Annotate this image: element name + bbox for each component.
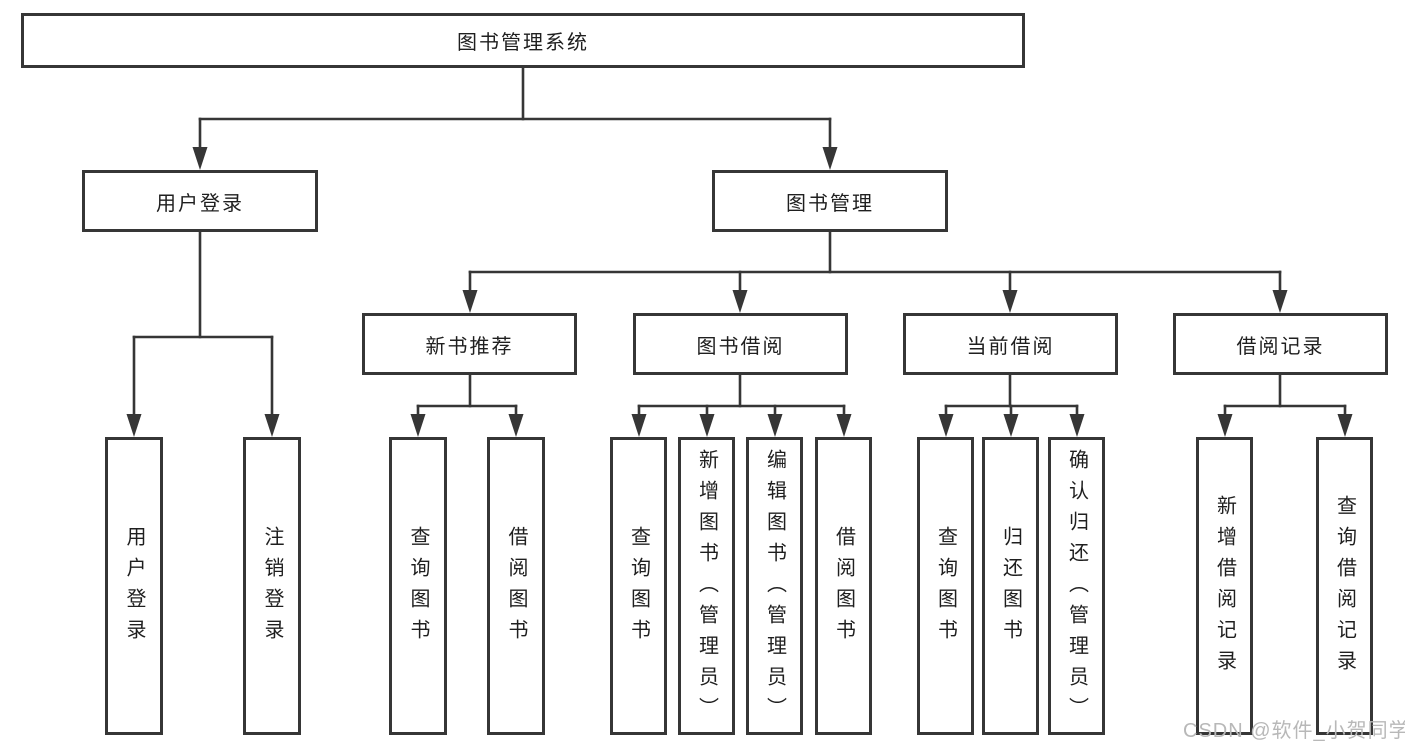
- node-label: 用户登录: [123, 526, 145, 650]
- leaf-user-login: 用户登录: [105, 437, 163, 735]
- node-current-borrow: 当前借阅: [903, 313, 1118, 375]
- node-label: 借阅图书: [505, 526, 527, 650]
- node-new-book-recommend: 新书推荐: [362, 313, 577, 375]
- node-label: 编辑图书（管理员）: [763, 448, 786, 728]
- csdn-watermark: CSDN @软件_小贺同学: [1183, 720, 1405, 742]
- leaf-add-borrow-record: 新增借阅记录: [1196, 437, 1253, 735]
- node-label: 图书借阅: [696, 335, 785, 358]
- node-label: 归还图书: [999, 526, 1022, 650]
- node-library-system-root: 图书管理系统: [21, 13, 1025, 68]
- node-book-management-branch: 图书管理: [712, 170, 948, 232]
- leaf-query-books-recommend: 查询图书: [389, 437, 447, 735]
- node-label: 用户登录: [156, 192, 244, 215]
- node-label: 新书推荐: [425, 335, 514, 358]
- node-label: 确认归还（管理员）: [1065, 448, 1088, 728]
- node-user-login-branch: 用户登录: [82, 170, 318, 232]
- node-label: 图书管理: [786, 192, 874, 215]
- leaf-edit-books-admin: 编辑图书（管理员）: [746, 437, 803, 735]
- leaf-query-books-borrow: 查询图书: [610, 437, 667, 735]
- node-label: 新增图书（管理员）: [695, 448, 718, 728]
- node-label: 借阅图书: [832, 526, 855, 650]
- node-label: 借阅记录: [1236, 335, 1325, 358]
- node-label: 查询借阅记录: [1333, 495, 1356, 681]
- node-label: 查询图书: [407, 526, 429, 650]
- leaf-add-books-admin: 新增图书（管理员）: [678, 437, 735, 735]
- node-label: 图书管理系统: [457, 32, 589, 54]
- node-label: 查询图书: [627, 526, 650, 650]
- node-borrow-records: 借阅记录: [1173, 313, 1388, 375]
- node-label: 注销登录: [261, 526, 283, 650]
- leaf-query-borrow-record: 查询借阅记录: [1316, 437, 1373, 735]
- leaf-borrow-books-recommend: 借阅图书: [487, 437, 545, 735]
- node-label: 当前借阅: [966, 335, 1055, 358]
- leaf-query-books-current: 查询图书: [917, 437, 974, 735]
- leaf-logout: 注销登录: [243, 437, 301, 735]
- leaf-borrow-books: 借阅图书: [815, 437, 872, 735]
- node-label: 新增借阅记录: [1213, 495, 1236, 681]
- node-book-borrow: 图书借阅: [633, 313, 848, 375]
- leaf-return-books: 归还图书: [982, 437, 1039, 735]
- node-label: 查询图书: [934, 526, 957, 650]
- leaf-confirm-return-admin: 确认归还（管理员）: [1048, 437, 1105, 735]
